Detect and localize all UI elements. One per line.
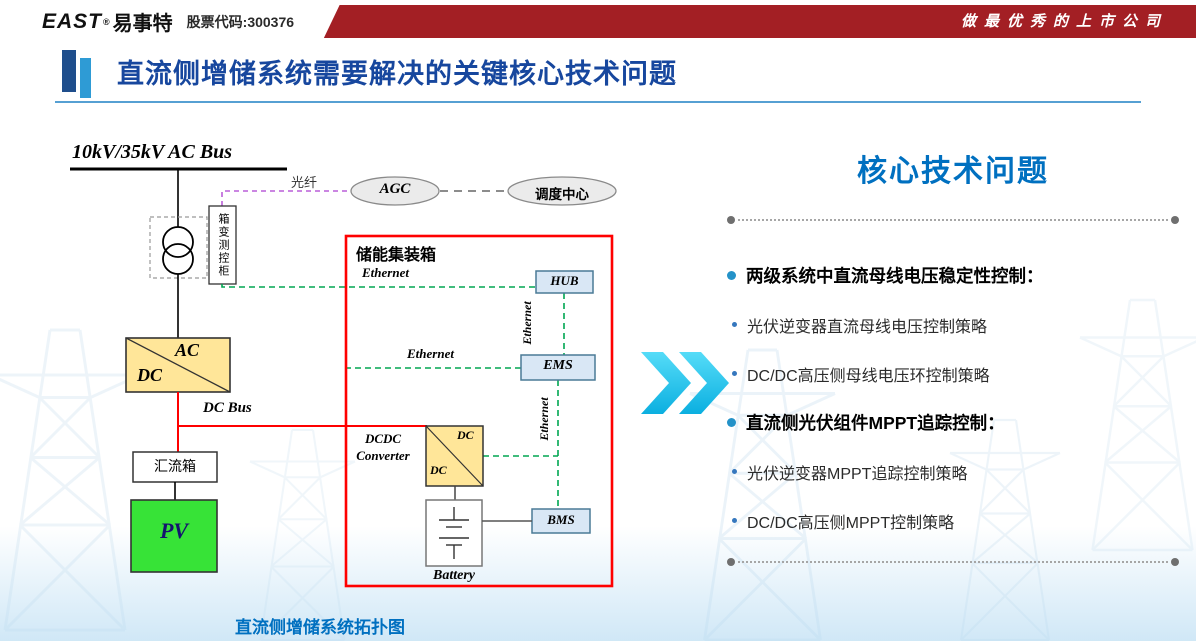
- bullet-icon: [732, 469, 737, 474]
- pv-label: PV: [159, 518, 189, 543]
- core-issues-panel: 核心技术问题 两级系统中直流母线电压稳定性控制： 光伏逆变器直流母线电压控制策略…: [727, 146, 1179, 566]
- bullet-icon: [732, 322, 737, 327]
- registered-mark-icon: ®: [103, 16, 110, 27]
- company-slogan: 做最优秀的上市公司: [960, 13, 1168, 30]
- panel-items: 两级系统中直流母线电压稳定性控制： 光伏逆变器直流母线电压控制策略 DC/DC高…: [727, 264, 1179, 532]
- panel-item-text: DC/DC高压侧母线电压环控制策略: [747, 367, 990, 385]
- separator-end-dot: [727, 216, 735, 224]
- fiber-label: 光纤: [291, 175, 318, 190]
- east-logo-chinese: 易事特: [112, 13, 173, 35]
- dcdc-label-line2: Converter: [356, 448, 410, 463]
- bullet-icon: [727, 271, 736, 280]
- cabinet-label: 箱变测控柜: [217, 212, 229, 278]
- acdc-bottom-label: DC: [137, 365, 163, 385]
- dcdc-label-line1: DCDC: [364, 431, 402, 446]
- dcdc-bottom-label: DC: [430, 463, 447, 477]
- ethernet-label-3: Ethernet: [407, 346, 454, 361]
- panel-item-text: 光伏逆变器MPPT追踪控制策略: [747, 465, 968, 483]
- bullet-icon: [727, 418, 736, 427]
- panel-item-text: DC/DC高压侧MPPT控制策略: [747, 514, 955, 532]
- separator-dotted-line: [738, 561, 1168, 563]
- panel-item-sub: DC/DC高压侧母线电压环控制策略: [727, 362, 1179, 385]
- ethernet-label-4: Ethernet: [537, 397, 551, 441]
- combiner-label: 汇流箱: [154, 458, 196, 474]
- east-logo: EAST: [42, 9, 103, 33]
- panel-item-sub: 光伏逆变器MPPT追踪控制策略: [727, 460, 1179, 483]
- stock-code: 股票代码:300376: [186, 13, 295, 30]
- logo-area: EAST ® 易事特 股票代码:300376: [0, 0, 342, 43]
- ems-label: EMS: [543, 358, 573, 373]
- battery-label: Battery: [433, 568, 475, 583]
- panel-item-heading: 两级系统中直流母线电压稳定性控制：: [727, 264, 1179, 287]
- title-accent-bar-light: [80, 58, 91, 98]
- bullet-icon: [732, 371, 737, 376]
- panel-item-text: 直流侧光伏组件MPPT追踪控制：: [746, 413, 1005, 433]
- separator-dotted-line: [738, 219, 1168, 221]
- panel-item-text: 两级系统中直流母线电压稳定性控制：: [746, 266, 1044, 286]
- agc-label: AGC: [379, 181, 411, 197]
- panel-title: 核心技术问题: [857, 155, 1049, 188]
- dcdc-converter-label: DCDC Converter: [342, 430, 424, 464]
- separator-top: [727, 216, 1179, 224]
- panel-item-sub: DC/DC高压侧MPPT控制策略: [727, 509, 1179, 532]
- dc-bus-label: DC Bus: [203, 400, 252, 416]
- hub-label: HUB: [550, 273, 579, 288]
- diagram-caption: 直流侧增储系统拓扑图: [235, 618, 405, 637]
- dcdc-top-label: DC: [457, 428, 474, 442]
- separator-bottom: [727, 558, 1179, 566]
- panel-item-sub: 光伏逆变器直流母线电压控制策略: [727, 313, 1179, 336]
- container-title: 储能集装箱: [356, 247, 437, 264]
- ethernet-label-1: Ethernet: [362, 265, 409, 280]
- panel-item-heading: 直流侧光伏组件MPPT追踪控制：: [727, 411, 1179, 434]
- ethernet-label-2: Ethernet: [520, 301, 534, 345]
- separator-end-dot: [1171, 558, 1179, 566]
- acdc-top-label: AC: [175, 340, 200, 360]
- bullet-icon: [732, 518, 737, 523]
- separator-end-dot: [1171, 216, 1179, 224]
- page-title: 直流侧增储系统需要解决的关键核心技术问题: [117, 59, 677, 89]
- separator-end-dot: [727, 558, 735, 566]
- panel-item-text: 光伏逆变器直流母线电压控制策略: [747, 318, 988, 336]
- ac-bus-label: 10kV/35kV AC Bus: [72, 141, 233, 163]
- bms-label: BMS: [547, 512, 575, 527]
- title-divider: [55, 101, 1141, 103]
- title-accent-bar-dark: [62, 50, 76, 92]
- dispatch-center-label: 调度中心: [535, 187, 589, 202]
